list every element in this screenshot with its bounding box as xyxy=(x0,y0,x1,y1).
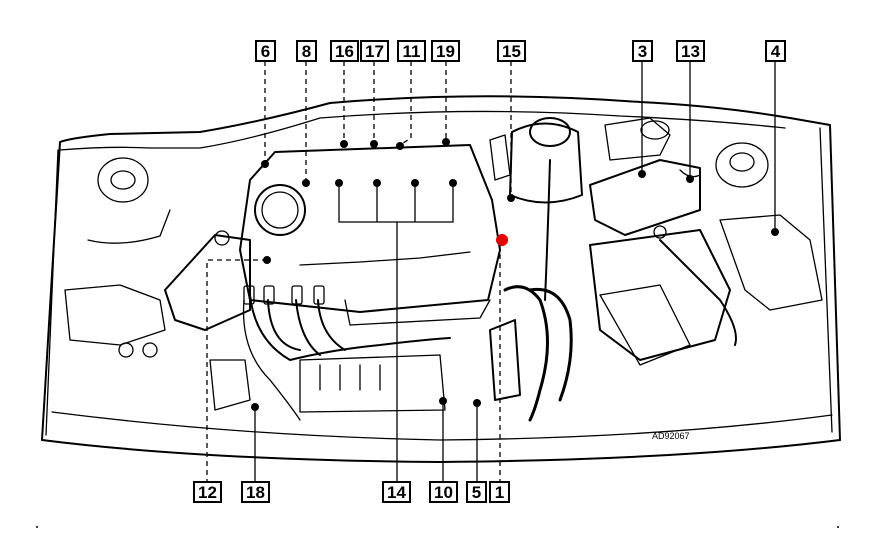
engine-cover xyxy=(239,144,501,326)
battery xyxy=(589,225,737,366)
callout-11: 11 xyxy=(397,40,426,62)
callout-label: 10 xyxy=(434,483,453,502)
point-10 xyxy=(439,397,447,405)
reference-code: AD92067 xyxy=(652,431,690,441)
callouts-bottom: 12 18 14 10 5 1 xyxy=(193,481,510,503)
callout-19: 19 xyxy=(431,40,460,62)
point-15 xyxy=(507,194,515,202)
callout-13: 13 xyxy=(676,40,705,62)
radiator-hoses xyxy=(489,285,573,422)
callout-points xyxy=(251,138,779,411)
coolant-reservoir xyxy=(489,117,583,301)
callout-label: 4 xyxy=(771,42,781,61)
corner-mark-right xyxy=(837,526,839,528)
point-16 xyxy=(340,140,348,148)
point-12 xyxy=(263,256,271,264)
callout-12: 12 xyxy=(193,481,222,503)
point-5 xyxy=(473,399,481,407)
air-filter-housing xyxy=(164,230,251,331)
callout-label: 8 xyxy=(302,42,311,61)
leader-lines xyxy=(206,61,776,484)
point-14c xyxy=(411,179,419,187)
point-13 xyxy=(686,175,694,183)
callout-1: 1 xyxy=(489,481,510,503)
callout-label: 15 xyxy=(502,42,521,61)
callout-label: 12 xyxy=(198,483,217,502)
callout-label: 1 xyxy=(495,483,504,502)
highlight-marker xyxy=(496,234,508,246)
ignition-leads xyxy=(242,285,451,421)
callout-label: 18 xyxy=(246,483,265,502)
callout-label: 13 xyxy=(681,42,700,61)
point-17 xyxy=(370,140,378,148)
point-6 xyxy=(261,160,269,168)
point-11 xyxy=(396,142,404,150)
point-14b xyxy=(373,179,381,187)
point-3 xyxy=(638,170,646,178)
callout-label: 3 xyxy=(638,42,647,61)
callout-label: 17 xyxy=(365,42,384,61)
callout-3: 3 xyxy=(632,40,653,62)
corner-mark-left xyxy=(36,526,38,528)
callout-label: 6 xyxy=(261,42,270,61)
callout-label: 14 xyxy=(387,483,406,502)
point-8 xyxy=(302,179,310,187)
callouts-top: 6 8 16 17 11 19 15 3 13 4 xyxy=(255,40,786,62)
callout-label: 5 xyxy=(472,483,481,502)
callout-label: 11 xyxy=(403,42,421,61)
engine-bay-outline xyxy=(41,95,841,463)
callout-14: 14 xyxy=(382,481,411,503)
callout-label: 19 xyxy=(436,42,455,61)
point-19 xyxy=(442,138,450,146)
callout-5: 5 xyxy=(466,481,487,503)
callout-label: 16 xyxy=(335,42,354,61)
point-4 xyxy=(771,228,779,236)
point-14a xyxy=(335,179,343,187)
callout-8: 8 xyxy=(296,40,317,62)
callout-15: 15 xyxy=(497,40,526,62)
callout-18: 18 xyxy=(241,481,270,503)
callout-6: 6 xyxy=(255,40,276,62)
callout-17: 17 xyxy=(360,40,389,62)
callout-16: 16 xyxy=(330,40,359,62)
callout-10: 10 xyxy=(429,481,458,503)
callout-4: 4 xyxy=(765,40,786,62)
point-18 xyxy=(251,403,259,411)
engine-block xyxy=(209,354,446,413)
point-14d xyxy=(449,179,457,187)
